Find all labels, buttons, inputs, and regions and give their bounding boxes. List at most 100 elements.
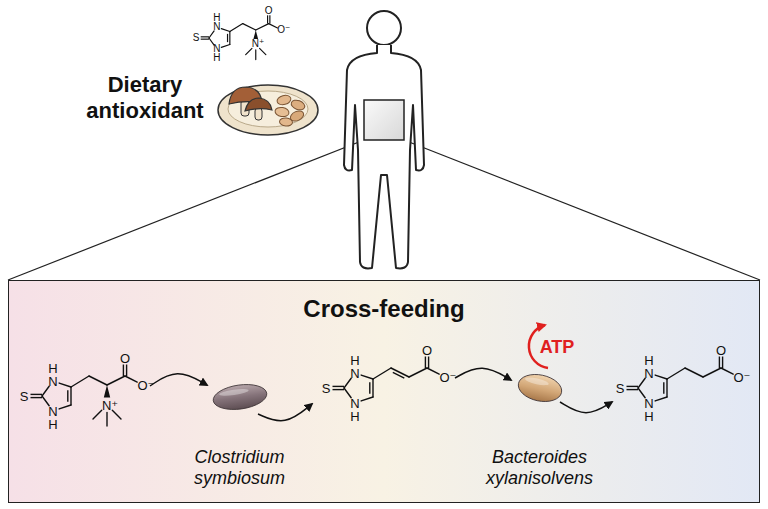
atp-cycle-arrow <box>529 325 548 368</box>
double-bond <box>663 382 664 394</box>
reaction-arrow <box>560 402 612 413</box>
bond <box>42 386 49 396</box>
panel-ground <box>8 280 760 503</box>
atom-label: H <box>644 354 653 367</box>
bond <box>344 378 351 388</box>
cell-highlight <box>524 376 549 387</box>
reaction-arrow <box>258 404 312 421</box>
bond <box>230 24 243 32</box>
bond <box>59 383 71 387</box>
atom-label: O <box>265 6 273 16</box>
double-bond <box>627 389 639 390</box>
atom-label: N <box>350 367 359 380</box>
bond <box>221 29 230 32</box>
cross-feeding-panel: Cross-feedingClostridium symbiosum Bacter… <box>8 280 760 503</box>
bond <box>638 388 645 398</box>
molecule-skeleton <box>627 357 734 401</box>
atom-label: N⁺ <box>102 399 118 412</box>
cell-shape <box>170 379 310 415</box>
atom-label: O⁻ <box>440 371 457 384</box>
molecule-bonds <box>31 15 734 426</box>
bond <box>229 32 230 45</box>
bond <box>361 375 373 379</box>
wedge-bond <box>253 30 258 39</box>
atom-label: S <box>193 33 200 43</box>
bond <box>344 388 351 398</box>
double-bond <box>369 382 370 394</box>
double-bond <box>333 389 345 390</box>
reaction-arrow <box>150 374 207 386</box>
bacterium-body <box>515 370 563 405</box>
bond <box>70 387 71 405</box>
atom-label: H <box>48 418 57 431</box>
double-bond <box>227 34 228 42</box>
atom-label: S <box>20 390 29 403</box>
molecule-skeleton <box>333 357 440 401</box>
bond <box>655 397 667 401</box>
atom-label: O <box>120 352 130 365</box>
food-plate <box>218 85 318 135</box>
atom-label: O⁻ <box>734 371 751 384</box>
double-bond <box>393 372 405 378</box>
bond <box>373 368 391 379</box>
double-bond <box>267 15 268 23</box>
bond <box>372 379 373 397</box>
zoom-line <box>8 140 364 280</box>
bacterium-cell: Bacteroides xylanisolvens <box>470 370 610 492</box>
atom-label: S <box>616 382 625 395</box>
double-bond <box>425 357 426 369</box>
molecule-skeleton <box>31 365 138 427</box>
cell-shape <box>470 370 610 406</box>
species-name: Clostridium symbiosum <box>170 447 310 490</box>
bond <box>107 376 125 385</box>
bond <box>638 378 645 388</box>
atom-label: N <box>213 22 220 32</box>
atom-label: N <box>48 375 57 388</box>
double-bond <box>31 394 43 395</box>
atom-label: H <box>350 354 359 367</box>
bond <box>221 44 230 47</box>
bond <box>256 24 269 30</box>
double-bond <box>269 15 270 23</box>
species-name: Bacteroides xylanisolvens <box>470 447 610 490</box>
atom-label: S <box>322 382 331 395</box>
double-bond <box>201 39 209 40</box>
zoom-line <box>404 140 760 280</box>
bond <box>361 397 373 401</box>
molecule-skeleton <box>201 15 278 59</box>
gut-square <box>364 100 404 140</box>
bond <box>93 410 102 419</box>
bond <box>260 48 266 54</box>
bond <box>269 24 278 28</box>
double-bond <box>627 386 639 387</box>
bond <box>655 375 667 379</box>
bond <box>209 38 214 45</box>
double-bond <box>428 357 429 369</box>
double-bond <box>31 397 43 398</box>
bond <box>703 368 721 377</box>
bond <box>246 48 252 54</box>
heading-label: Dietary antioxidant <box>75 72 215 125</box>
atom-label: H <box>644 410 653 423</box>
atom-label: N <box>213 44 220 54</box>
bond <box>721 368 733 374</box>
bond <box>409 368 427 377</box>
double-bond <box>722 357 723 369</box>
atom-label: O⁻ <box>138 379 155 392</box>
panel-title: Cross-feeding <box>9 295 759 324</box>
bond <box>667 368 685 379</box>
bond <box>125 376 137 382</box>
wedge-bond <box>104 385 110 398</box>
double-bond <box>126 365 127 377</box>
bond <box>427 368 439 374</box>
atom-label: N <box>644 367 653 380</box>
human-figure <box>344 11 424 268</box>
bond <box>243 24 256 30</box>
bond <box>112 410 121 419</box>
cell-highlight <box>218 387 248 396</box>
atom-label: O <box>422 344 432 357</box>
bond <box>59 405 71 409</box>
atom-label: H <box>350 410 359 423</box>
double-bond <box>123 365 124 377</box>
bond <box>106 413 107 427</box>
